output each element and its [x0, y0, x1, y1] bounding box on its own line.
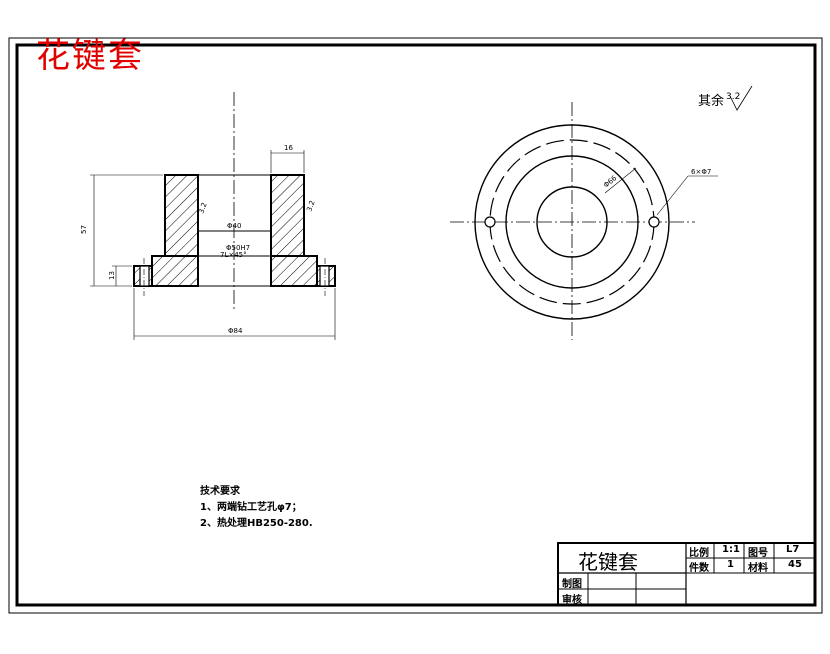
dim-pcd: Φ66 [602, 174, 619, 190]
dim-bore: Φ40 [227, 222, 241, 230]
tech-req-item-2: 2、热处理HB250-280. [200, 518, 313, 529]
material-value: 45 [788, 559, 802, 570]
title-block-grid [557, 542, 816, 606]
dim-overall-width: Φ84 [228, 327, 243, 335]
left-wall [164, 174, 199, 257]
drawing-no-label: 图号 [748, 548, 768, 559]
roughness-left: 3.2 [197, 201, 208, 214]
checked-by-label: 审核 [562, 595, 582, 606]
roughness-right: 3.2 [305, 199, 316, 212]
tech-req-heading: 技术要求 [200, 486, 240, 497]
dim-base-height: 13 [108, 271, 116, 280]
quantity-value: 1 [727, 559, 734, 570]
dim-top-width: 16 [284, 144, 293, 152]
drawing-title-red: 花键套 [36, 36, 144, 76]
scale-label: 比例 [689, 548, 709, 559]
dim-height: 57 [80, 225, 88, 234]
inner-border [15, 43, 817, 607]
plan-view: Φ66 6×Φ7 [450, 102, 718, 340]
dim-spline2: 7L×45° [220, 251, 247, 259]
material-label: 材料 [748, 563, 768, 574]
dim-hole-note: 6×Φ7 [691, 168, 711, 176]
title-block-part-name: 花键套 [578, 550, 638, 574]
dim-spline: Φ50H7 [226, 244, 250, 252]
section-view: 16 57 13 Φ84 3.2 3.2 Φ40 Φ50H7 7L×45° [80, 92, 336, 340]
surface-finish-label: 其余 [698, 94, 725, 109]
tech-req-item-1: 1、两端钻工艺孔φ7； [200, 502, 302, 513]
scale-value: 1:1 [722, 544, 740, 555]
surface-finish-value: 3.2 [726, 92, 741, 102]
flange-right [270, 255, 318, 287]
right-wall [270, 174, 305, 257]
technical-requirements: 技术要求 1、两端钻工艺孔φ7； 2、热处理HB250-280. [200, 484, 313, 532]
flange-left [151, 255, 199, 287]
outer-border [8, 37, 823, 614]
drawing-no-value: L7 [786, 544, 800, 555]
drawn-by-label: 制图 [562, 579, 582, 590]
quantity-label: 件数 [689, 563, 709, 574]
